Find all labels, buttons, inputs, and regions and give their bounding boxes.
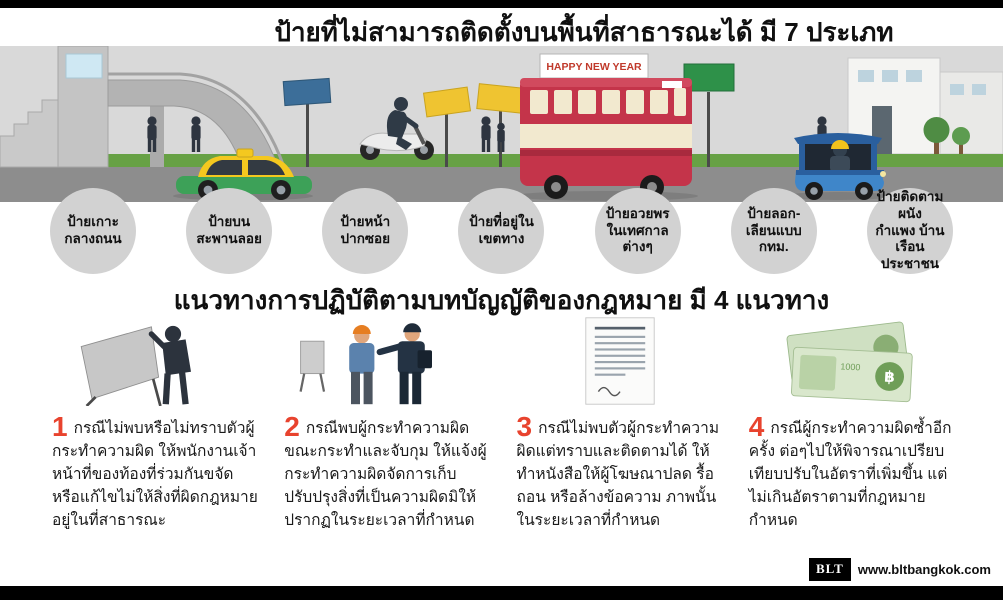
guideline-number: 1 xyxy=(52,411,68,442)
sign-type-circle: ป้ายติดตามผนัง กำแพง บ้านเรือน ประชาชน xyxy=(866,188,953,274)
buildings xyxy=(847,57,1003,155)
person-removing-sign-icon xyxy=(52,314,258,406)
letterbox-top xyxy=(0,0,1003,8)
sign-type-circle: ป้ายลอก- เลียนแบบ กทม. xyxy=(730,188,817,274)
trees-icon xyxy=(923,117,970,154)
officer-arresting-offender-icon xyxy=(284,314,490,406)
bus-roof-sign-text: HAPPY NEW YEAR xyxy=(546,61,642,73)
guideline-number: 2 xyxy=(284,411,300,442)
yellow-sign-icon xyxy=(476,83,526,114)
official-letter-icon xyxy=(517,314,723,406)
main-title: ป้ายที่ไม่สามารถติดตั้งบนพื้นที่สาธารณะไ… xyxy=(274,17,894,47)
guideline-body: กรณีผู้กระทำความผิดซ้ำอีกครั้ง ต่อๆไปให้… xyxy=(748,420,952,529)
sign-type-circle: ป้ายหน้า ปากซอย xyxy=(322,188,409,274)
sign-type-label: ป้ายลอก- เลียนแบบ กทม. xyxy=(745,205,802,255)
street-scene: HAPPY NEW YEAR xyxy=(0,46,1003,202)
sign-type-circle: ป้ายที่อยู่ใน เขตทาง xyxy=(458,188,545,274)
street-scene-graphic: HAPPY NEW YEAR xyxy=(0,46,1003,202)
bridge-sign-icon xyxy=(65,53,103,79)
sign-type-label: ป้ายอวยพร ในเทศกาล ต่างๆ xyxy=(605,205,670,255)
sign-types-row: ป้ายเกาะ กลางถนน ป้ายบน สะพานลอย ป้ายหน้… xyxy=(0,188,1003,274)
street-signs xyxy=(282,63,735,167)
guideline-number: 4 xyxy=(748,411,765,442)
blue-sign-icon xyxy=(282,77,332,107)
banknote-value: 1000 xyxy=(840,361,861,372)
guideline-body: กรณีพบผู้กระทำความผิดขณะกระทำและจับกุม ใ… xyxy=(284,420,487,529)
sign-type-label: ป้ายหน้า ปากซอย xyxy=(340,214,391,246)
guideline-number: 3 xyxy=(516,411,533,442)
guidelines-title: แนวทางการปฏิบัติตามบทบัญญัติของกฎหมาย มี… xyxy=(173,285,830,315)
sign-type-label: ป้ายติดตามผนัง กำแพง บ้านเรือน ประชาชน xyxy=(875,188,945,272)
sign-type-circle: ป้ายอวยพร ในเทศกาล ต่างๆ xyxy=(594,188,681,274)
website-text: www.bltbangkok.com xyxy=(857,562,991,577)
blt-logo: BLT xyxy=(809,558,851,581)
fine-banknotes-icon: ฿ 1000 xyxy=(749,314,955,406)
yellow-sign-icon xyxy=(422,86,472,118)
sign-type-label: ป้ายเกาะ กลางถนน xyxy=(64,214,122,246)
sign-type-circle: ป้ายเกาะ กลางถนน xyxy=(50,188,136,274)
guideline-body: กรณีไม่พบตัวผู้กระทำความผิดแต่ทราบและติด… xyxy=(516,420,720,529)
motorcycle-icon xyxy=(359,97,434,160)
baht-symbol: ฿ xyxy=(884,369,896,387)
guideline-body: กรณีไม่พบหรือไม่ทราบตัวผู้กระทำความผิด ใ… xyxy=(52,420,258,529)
tuktuk-icon xyxy=(786,133,890,200)
footer: BLT www.bltbangkok.com xyxy=(809,558,991,581)
sign-type-circle: ป้ายบน สะพานลอย xyxy=(186,188,273,274)
letterbox-bottom xyxy=(0,586,1003,600)
green-sign-icon xyxy=(683,63,735,92)
pedestrian-bridge xyxy=(0,46,286,168)
sign-type-label: ป้ายบน สะพานลอย xyxy=(196,214,262,246)
sign-type-label: ป้ายที่อยู่ใน เขตทาง xyxy=(469,214,534,246)
